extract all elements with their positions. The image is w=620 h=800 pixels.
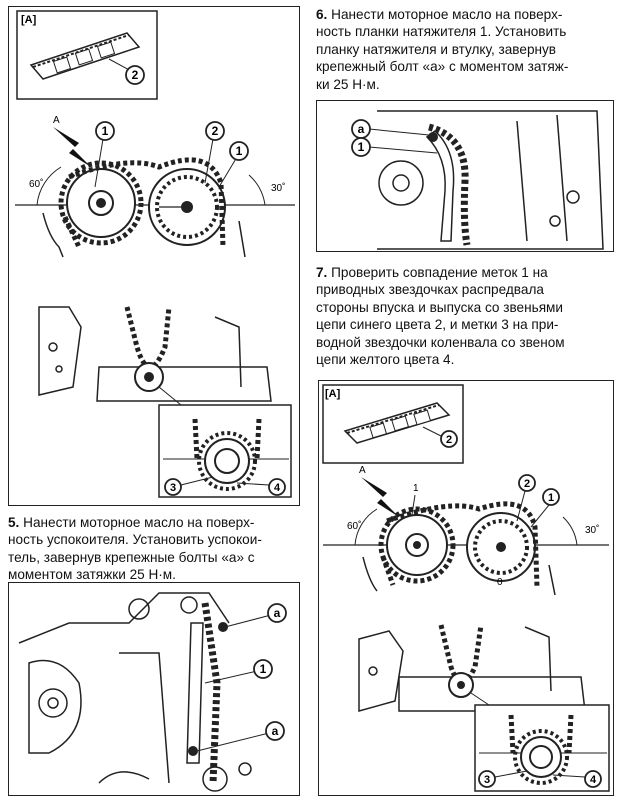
step-7-line-1: Проверить совпадение меток 1 на (331, 265, 548, 280)
callout-1-right: 1 (236, 144, 243, 158)
figure-chain-damper: a 1 a (8, 582, 300, 796)
mark-0-label: 0 (497, 577, 503, 588)
step-7-line-2: приводных звездочках распредвала (316, 282, 544, 298)
step-6-line-1: Нанести моторное масло на поверх- (331, 7, 563, 22)
callout-2-circle (125, 65, 145, 85)
step-5-line-4: моментом затяжки 25 Н·м. (8, 567, 176, 583)
callout-1: 1 (358, 140, 365, 154)
figure-timing-marks: [A] 2 A 1 (318, 380, 614, 796)
callout-a-bottom: a (272, 724, 279, 738)
callout-4: 4 (274, 482, 281, 494)
mark-1-label: 1 (413, 483, 419, 494)
chain-link-detail (29, 32, 141, 80)
angle-30: 30˚ (271, 182, 285, 194)
intake-cam-sprocket (58, 160, 144, 246)
callout-a: a (358, 122, 365, 136)
callout-2-chain: 2 (524, 478, 530, 490)
arrow-a (361, 477, 399, 517)
damper-chain (201, 602, 221, 784)
tensioner-plank (425, 130, 455, 242)
step-6-line-4: крепежный болт «а» с моментом затяж- (316, 59, 569, 75)
callout-1-left: 1 (102, 124, 109, 138)
arrow-a (53, 127, 91, 167)
figure-timing-chain-drawing: [A] 2 A (15, 10, 295, 498)
angle-60: 60˚ (29, 178, 43, 190)
figure-timing-chain-overview: [A] 2 A (8, 6, 300, 506)
figure-chain-damper-drawing: a 1 a (18, 592, 287, 792)
step-7-line-6: цепи желтого цвета 4. (316, 352, 455, 368)
step-5-line-3: тель, завернув крепежные болты «а» с (8, 549, 255, 565)
step-6-line-2: ность планки натяжителя 1. Установить (316, 24, 567, 40)
tensioner-chain (427, 123, 471, 246)
step-5-text: 5. Нанести моторное масло на поверх- нос… (8, 514, 298, 584)
step-6-line-3: планку натяжителя и втулку, завернув (316, 41, 557, 57)
callout-2-chain: 2 (212, 124, 219, 138)
step-7-line-3: стороны впуска и выпуска со звеньями (316, 299, 563, 315)
callout-1: 1 (260, 662, 267, 676)
chain-link-detail (343, 402, 451, 444)
callout-4: 4 (590, 774, 597, 786)
angle-60: 60˚ (347, 520, 361, 532)
callout-1: 1 (548, 492, 554, 504)
chain-damper (186, 622, 204, 764)
step-7-text: 7. Проверить совпадение меток 1 на приво… (316, 264, 612, 368)
step-7-number: 7. (316, 265, 328, 280)
figure-tensioner: a 1 (316, 100, 614, 252)
figure-timing-marks-drawing: [A] 2 A 1 (322, 384, 610, 792)
exhaust-cam-sprocket (148, 168, 226, 246)
callout-2: 2 (132, 68, 139, 82)
step-7-line-5: водной звездочки коленвала со звеном (316, 334, 565, 350)
callout-3: 3 (484, 774, 490, 786)
intake-cam-sprocket (378, 506, 456, 584)
step-6-text: 6. Нанести моторное масло на поверх- нос… (316, 6, 612, 93)
arrow-a-label: A (53, 115, 60, 126)
step-5-number: 5. (8, 515, 20, 530)
step-6-number: 6. (316, 7, 328, 22)
callout-a-top: a (274, 606, 281, 620)
tensioner-engine-outline (377, 110, 604, 250)
inset-tag: [A] (21, 14, 37, 26)
step-5-line-2: ность успокоителя. Установить успокои- (8, 532, 262, 548)
engine-block-outline (38, 212, 272, 402)
inset-tag: [A] (325, 388, 341, 400)
step-7-line-4: цепи синего цвета 2, и метки 3 на при- (316, 317, 559, 333)
arrow-a-label: A (359, 465, 366, 476)
exhaust-cam-sprocket (466, 512, 536, 582)
damper-engine-outline (18, 592, 252, 792)
angle-30: 30˚ (585, 524, 599, 536)
step-5-line-1: Нанести моторное масло на поверх- (23, 515, 255, 530)
step-6-line-5: ки 25 Н·м. (316, 76, 380, 92)
callout-2: 2 (446, 434, 452, 446)
callout-3: 3 (170, 482, 176, 494)
figure-tensioner-drawing: a 1 (351, 110, 604, 250)
